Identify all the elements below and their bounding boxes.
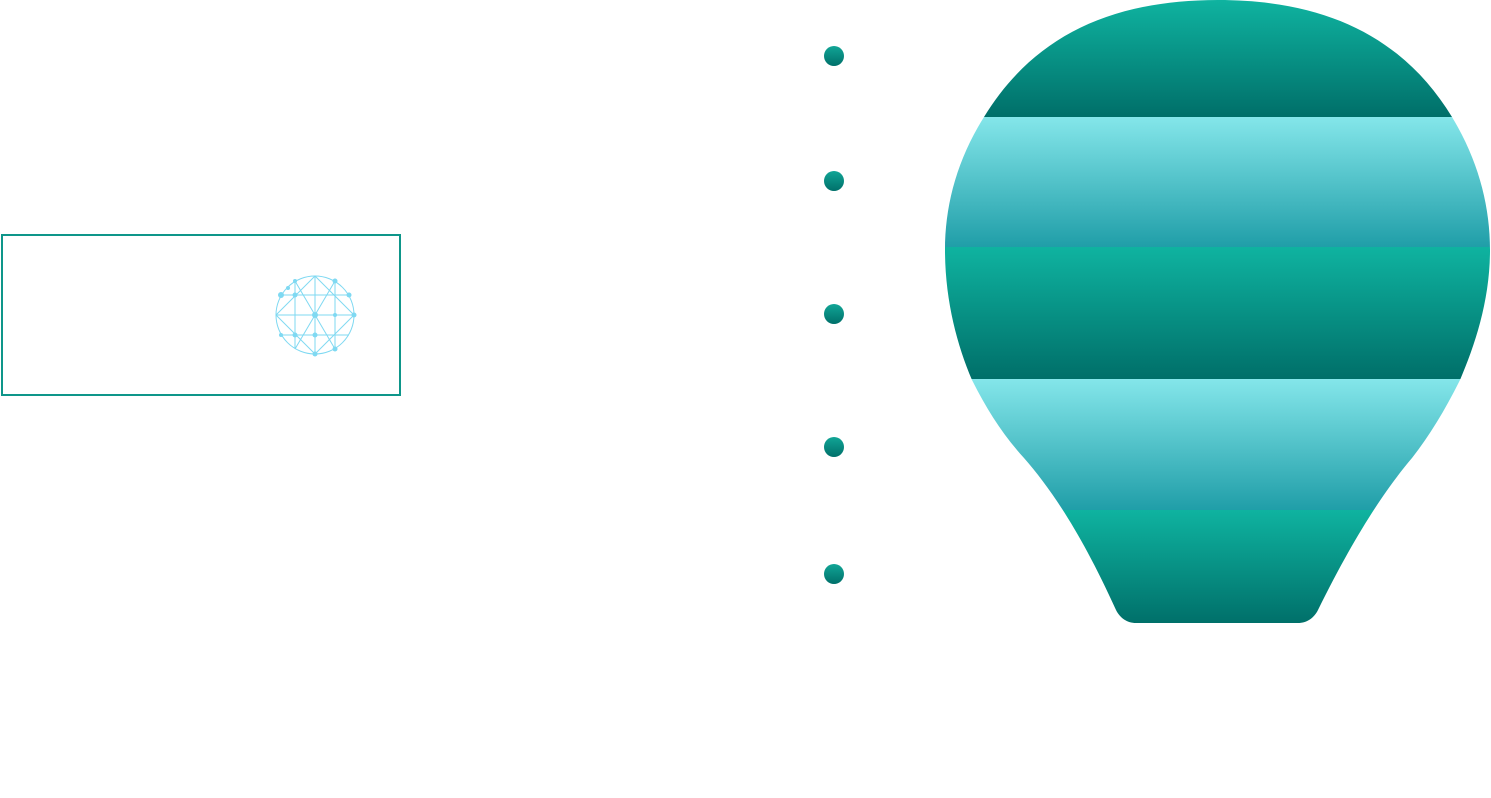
bulb-band-2 [945, 117, 1490, 247]
bullet-dot-icon [824, 564, 844, 584]
bulb-band-3 [945, 247, 1490, 379]
bulb-band-4 [945, 379, 1490, 510]
info-card [1, 234, 401, 396]
bullet-dot-icon [824, 171, 844, 191]
bulb-band-1 [945, 0, 1490, 117]
bullet-dot-icon [824, 46, 844, 66]
bullet-dot-icon [824, 437, 844, 457]
bullet-dot-icon [824, 304, 844, 324]
bulb-band-5 [945, 510, 1490, 623]
globe-network-icon [275, 275, 357, 357]
